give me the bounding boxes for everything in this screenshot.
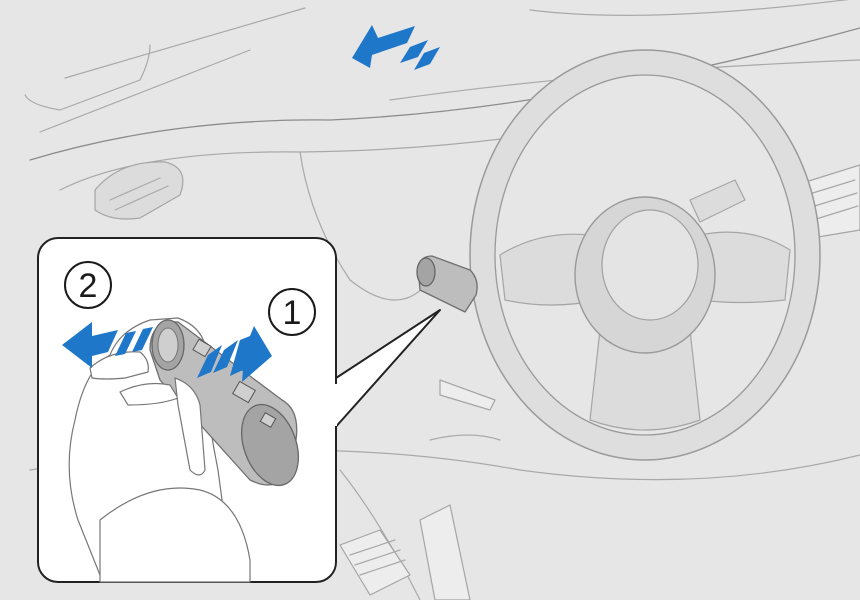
lever-tip	[416, 257, 436, 287]
pedal-right	[419, 504, 471, 600]
windshield-arrow-icon	[352, 25, 440, 70]
spoke-bottom	[589, 329, 701, 431]
step-label-2: 2	[79, 267, 98, 305]
wrist	[99, 487, 251, 583]
pull-arrow-icon	[62, 322, 153, 368]
car-interior	[24, 0, 860, 600]
center-console	[339, 469, 421, 600]
finger-index	[89, 351, 149, 380]
mirror-outline	[24, 44, 151, 111]
windshield-edge-lower	[39, 49, 251, 133]
air-vent-left	[94, 161, 184, 220]
pedal-left	[339, 529, 411, 596]
vent-slats	[109, 177, 169, 211]
thumb	[174, 377, 206, 476]
pedal-bracket	[439, 379, 496, 411]
inset-pointer	[332, 309, 441, 431]
inset-callout: 2 1	[37, 237, 441, 583]
lever-wash-icon	[232, 380, 256, 404]
pedal-grip	[349, 539, 406, 576]
step-badge-2: 2	[64, 261, 112, 309]
step-badge-1: 1	[268, 288, 316, 336]
lever-base	[241, 403, 299, 487]
lever-ring-switch	[192, 338, 212, 358]
spoke-right	[699, 231, 791, 304]
airbag-cover	[601, 209, 699, 321]
dash-panel-curve	[299, 151, 431, 301]
right-stalk	[689, 179, 746, 223]
windshield-edge	[64, 7, 306, 79]
windshield-top-right	[529, 0, 849, 16]
column-cover	[429, 434, 501, 441]
wiper-lever-closeup	[149, 319, 299, 487]
step-label-1: 1	[283, 294, 302, 332]
push-arrow-icon	[197, 326, 272, 382]
